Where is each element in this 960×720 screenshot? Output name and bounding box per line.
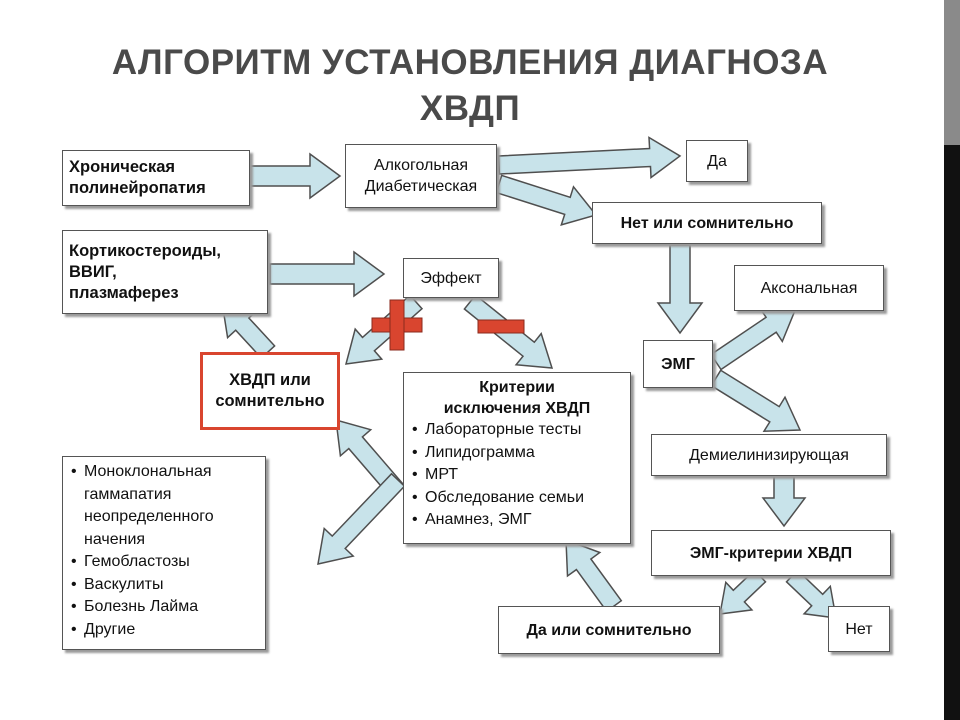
list-item: Другие	[69, 619, 259, 642]
box-other-diseases: Моноклональная гаммапатия неопределенног…	[62, 456, 266, 650]
diabetic-line: Диабетическая	[364, 178, 478, 195]
arrow-no-to-emg	[656, 244, 704, 335]
effect-label: Эффект	[420, 269, 482, 287]
list-item: Гемобластозы	[69, 551, 259, 574]
box-demyelinating: Демиелинизирующая	[651, 434, 887, 476]
exclusion-criteria-title: Критерии исключения ХВДП	[410, 377, 624, 419]
arrow-emg-criteria-to-yes-or-doubtful	[719, 569, 767, 615]
alcoholic-line: Алкогольная	[373, 157, 469, 174]
mgus-line-2: гаммапатия	[84, 485, 172, 503]
box-emg: ЭМГ	[643, 340, 713, 388]
emg-label: ЭМГ	[661, 355, 695, 373]
other-diseases-list: Моноклональная гаммапатия неопределенног…	[69, 461, 259, 641]
box-no: Нет	[828, 606, 890, 652]
arrow-alcoholic-to-no	[495, 174, 598, 227]
arrow-yes-or-doubtful-to-criteria	[565, 538, 623, 613]
arrow-criteria-to-other-diseases	[317, 472, 406, 565]
arrow-emg-to-axonal	[709, 307, 798, 371]
demyelinating-label: Демиелинизирующая	[689, 446, 849, 464]
slide-title: АЛГОРИТМ УСТАНОВЛЕНИЯ ДИАГНОЗА ХВДП	[40, 40, 900, 132]
mgus-line-3: неопределенного	[84, 508, 214, 525]
list-item: МРТ	[410, 464, 624, 487]
box-treatment: Кортикостероиды, ВВИГ, плазмаферез	[62, 230, 268, 314]
plus-sign	[371, 299, 423, 351]
chronic-polyneuropathy-line-1: Хроническая	[69, 158, 176, 176]
box-axonal: Аксональная	[734, 265, 884, 311]
box-chronic-polyneuropathy: Хроническая полинейропатия	[62, 150, 250, 206]
mgus-line-4: начения	[84, 530, 146, 548]
exclusion-criteria-list: Лабораторные тесты Липидограмма МРТ Обсл…	[410, 419, 624, 532]
cidp-or-doubtful-line-1: ХВДП или	[229, 371, 311, 389]
list-item: Липидограмма	[410, 442, 624, 465]
exclusion-criteria-title-line-1: Критерии	[479, 379, 555, 396]
treatment-line-2: ВВИГ,	[69, 262, 117, 281]
arrow-emg-to-demyelinating	[710, 369, 802, 432]
box-alcoholic-diabetic: Алкогольная Диабетическая	[345, 144, 497, 208]
box-cidp-or-doubtful: ХВДП или сомнительно	[200, 352, 340, 430]
exclusion-criteria-title-line-2: исключения ХВДП	[443, 400, 591, 417]
chronic-polyneuropathy-line-2: полинейропатия	[69, 179, 206, 197]
slide-title-line-1: АЛГОРИТМ УСТАНОВЛЕНИЯ ДИАГНОЗА	[111, 43, 829, 82]
list-item: Лабораторные тесты	[410, 419, 624, 442]
list-item: Моноклональная гаммапатия неопределенног…	[69, 461, 259, 551]
cidp-or-doubtful-line-2: сомнительно	[215, 392, 325, 410]
arrow-treatment-to-effect	[269, 250, 386, 298]
list-item: Болезнь Лайма	[69, 596, 259, 619]
yes-or-doubtful-label: Да или сомнительно	[526, 621, 692, 639]
sidebar-stripe-light	[944, 0, 960, 145]
treatment-line-1: Кортикостероиды,	[69, 241, 222, 260]
box-exclusion-criteria: Критерии исключения ХВДП Лабораторные те…	[403, 372, 631, 544]
box-emg-criteria: ЭМГ-критерии ХВДП	[651, 530, 891, 576]
mgus-line-1: Моноклональная	[84, 463, 212, 480]
no-label: Нет	[845, 620, 873, 638]
arrow-alcoholic-to-yes	[497, 136, 682, 179]
axonal-label: Аксональная	[760, 279, 858, 297]
sidebar-stripe-dark	[944, 0, 960, 720]
list-item: Васкулиты	[69, 574, 259, 597]
list-item: Обследование семьи	[410, 487, 624, 510]
yes-label: Да	[707, 152, 727, 170]
treatment-line-3: плазмаферез	[69, 283, 179, 302]
box-effect: Эффект	[403, 258, 499, 298]
emg-criteria-label: ЭМГ-критерии ХВДП	[689, 544, 853, 562]
box-no-or-doubtful: Нет или сомнительно	[592, 202, 822, 244]
slide-title-line-2: ХВДП	[419, 89, 521, 128]
box-yes-or-doubtful: Да или сомнительно	[498, 606, 720, 654]
arrow-demyelinating-to-emg-criteria	[761, 475, 807, 528]
list-item: Анамнез, ЭМГ	[410, 509, 624, 532]
minus-sign	[477, 319, 525, 334]
no-or-doubtful-label: Нет или сомнительно	[620, 214, 794, 232]
arrow-polyneuropathy-to-alcoholic	[249, 152, 342, 200]
box-yes: Да	[686, 140, 748, 182]
